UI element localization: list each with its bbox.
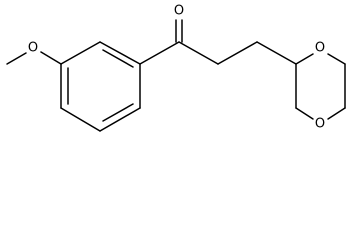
benzene-ring bbox=[60, 41, 141, 132]
bond-methyl-to-oxygen bbox=[6, 52, 27, 65]
dioxane-bond-1 bbox=[295, 53, 314, 65]
dioxane-ring bbox=[295, 53, 346, 120]
ring-oxygen-lower-label: O bbox=[315, 117, 325, 132]
bond-carbonyl-to-ch2 bbox=[178, 41, 219, 65]
chemical-structure-diagram: O O O O bbox=[6, 4, 346, 132]
carbonyl-oxygen-label: O bbox=[174, 4, 184, 19]
bond-oxygen-to-ring bbox=[40, 51, 62, 65]
ring-double-bond-b bbox=[102, 103, 134, 122]
ring-bond-1 bbox=[60, 41, 101, 65]
alkyl-chain bbox=[178, 41, 297, 65]
ring-oxygen-upper-label: O bbox=[315, 41, 325, 56]
methoxy-group bbox=[6, 51, 62, 65]
methoxy-oxygen-label: O bbox=[28, 41, 38, 56]
ring-bond-5 bbox=[60, 107, 101, 132]
bond-ring-to-carbonyl bbox=[139, 41, 180, 65]
ring-bond-2 bbox=[99, 41, 141, 65]
ketone-group bbox=[139, 19, 183, 65]
ring-bond-4 bbox=[99, 107, 141, 132]
bond-ch2-to-acetal bbox=[256, 41, 297, 65]
dioxane-bond-2 bbox=[327, 53, 346, 65]
bond-ch2-to-ch2 bbox=[217, 41, 258, 65]
ring-double-bond-a bbox=[102, 49, 134, 68]
dioxane-bond-5 bbox=[295, 107, 314, 120]
dioxane-bond-4 bbox=[327, 107, 346, 120]
